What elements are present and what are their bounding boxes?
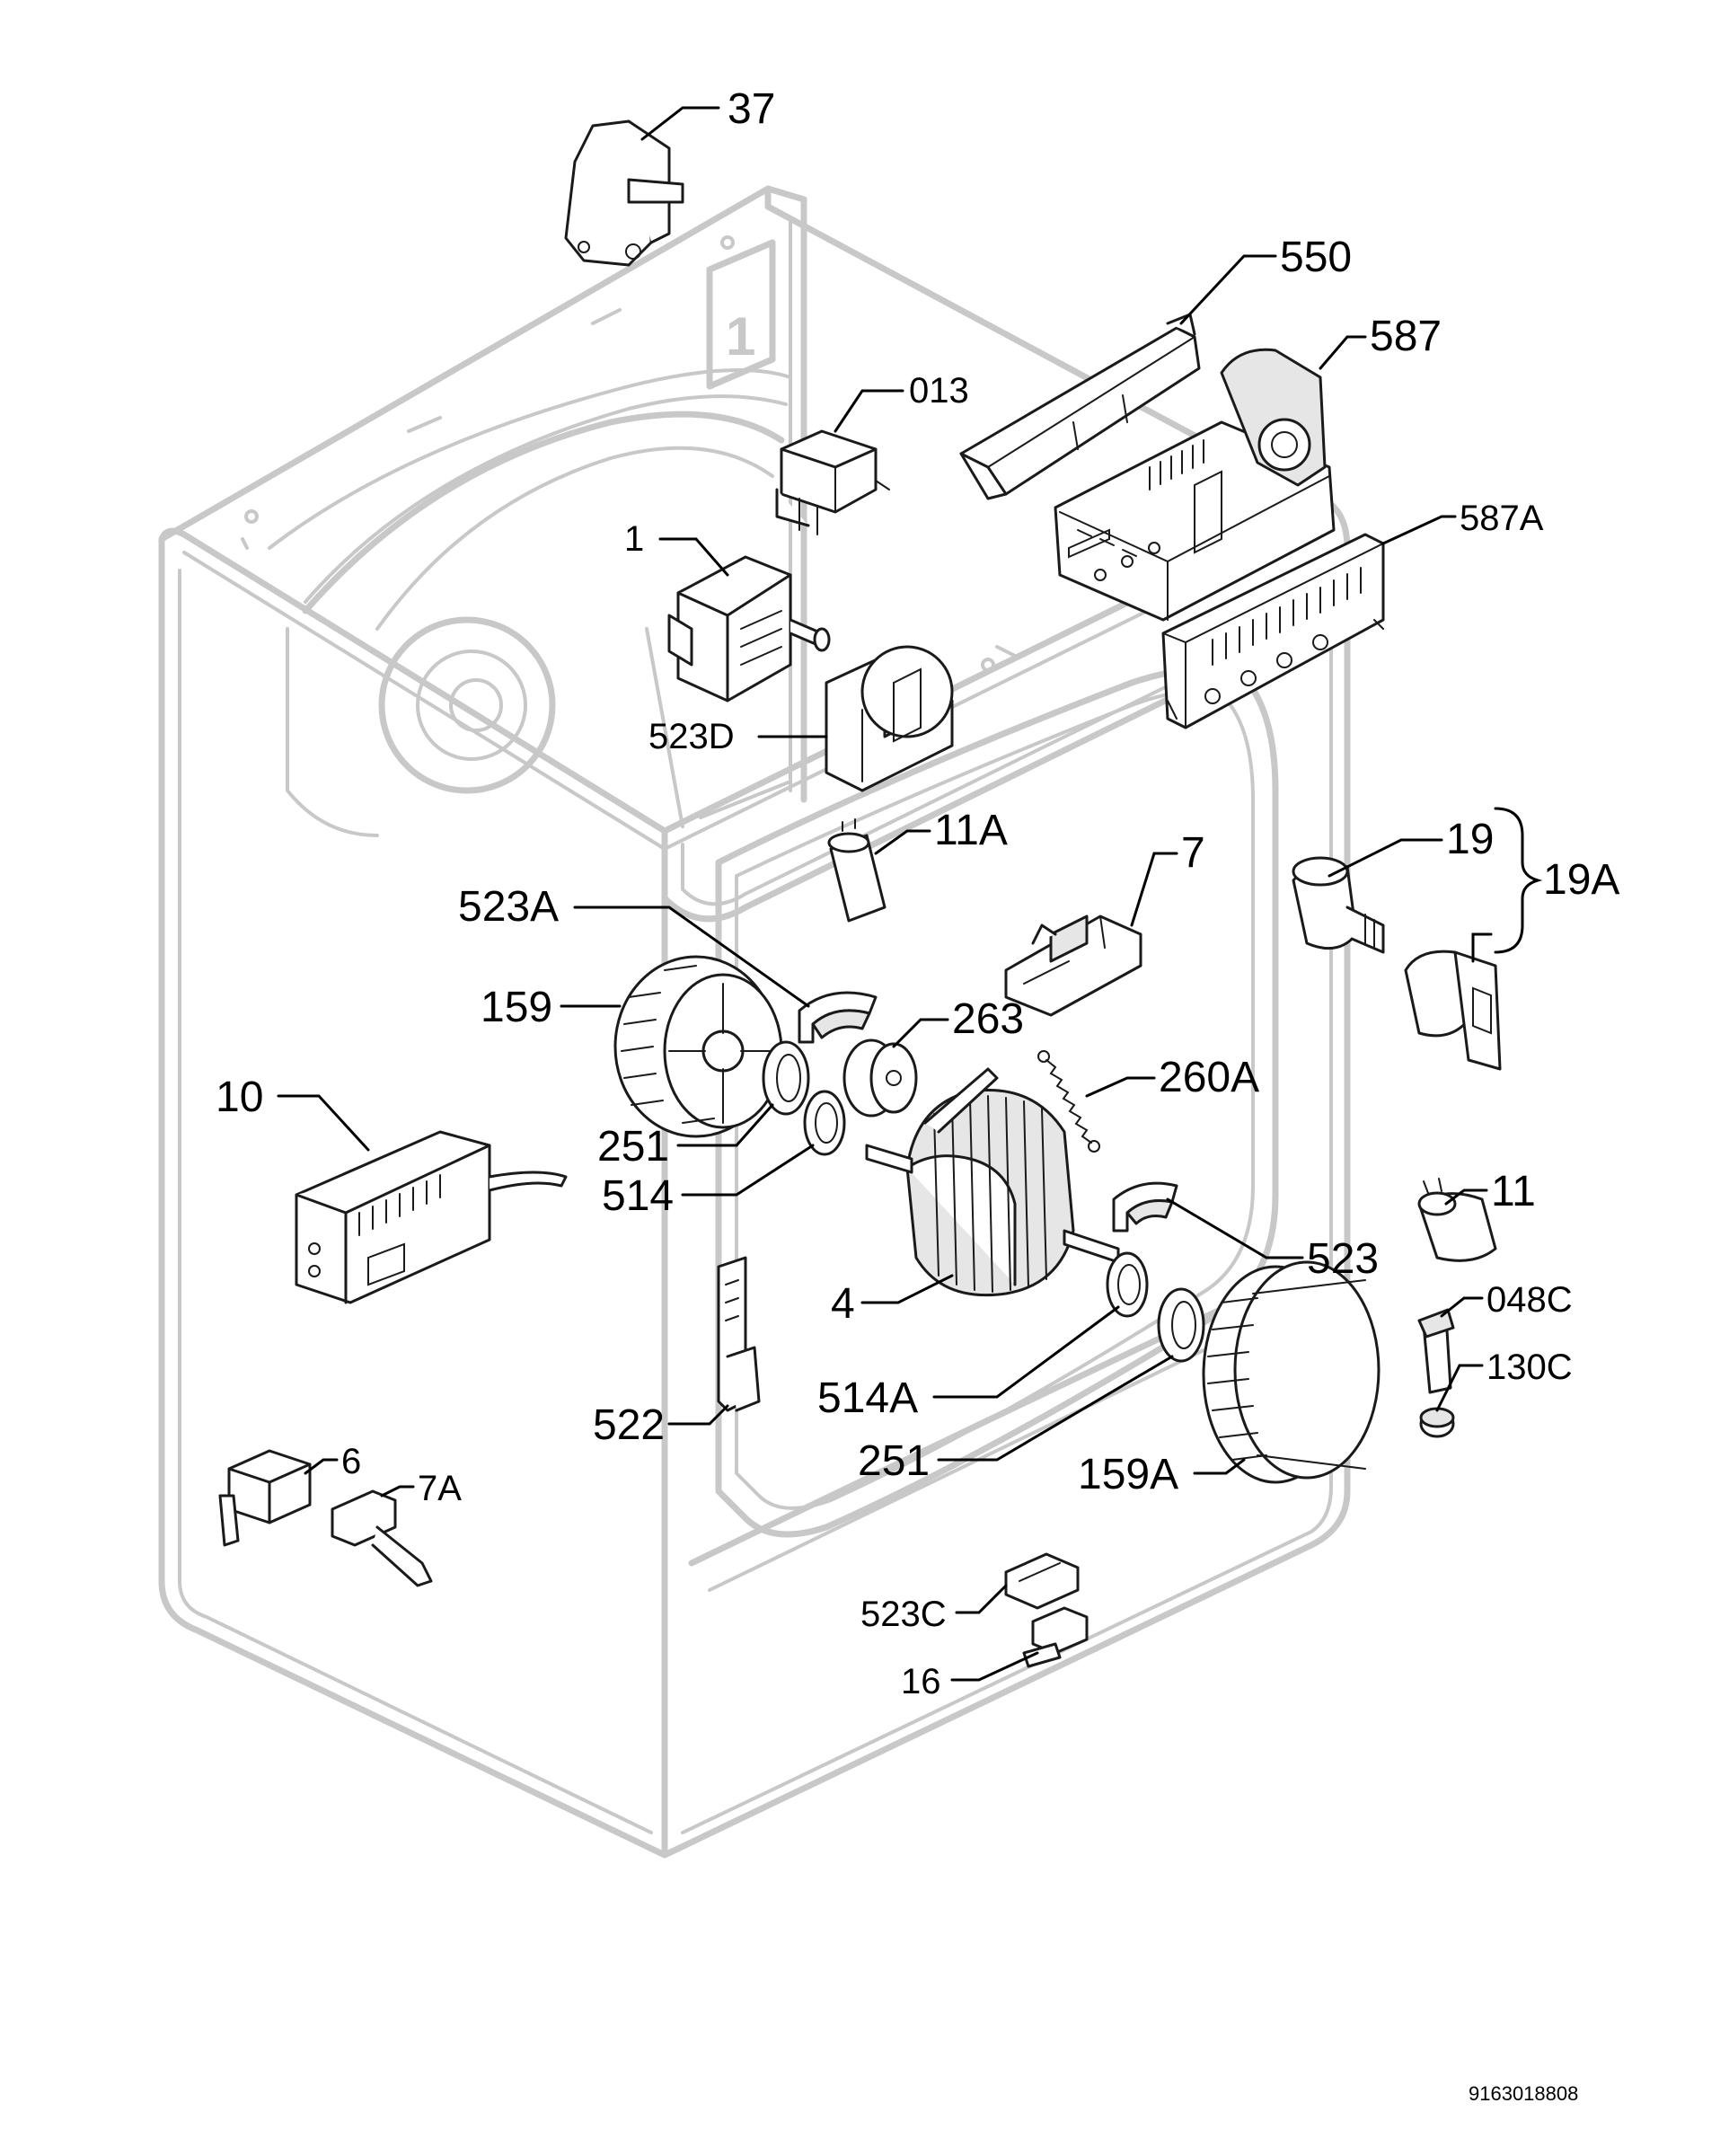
label-159: 159 (481, 984, 552, 1031)
label-19: 19 (1446, 816, 1494, 863)
part-550-rail (959, 313, 1201, 500)
drawing-number: 9163018808 (1469, 2082, 1578, 2105)
bracket-19A (1494, 807, 1543, 954)
part-7A-micro-switch (331, 1489, 433, 1587)
part-522-strip (717, 1256, 761, 1412)
part-labels: 37 550 587 013 587A 1 523D 11A 7 19 19A … (216, 85, 1619, 2105)
part-260A-spring (1037, 1050, 1100, 1153)
label-11: 11 (1491, 1168, 1536, 1215)
label-251-upper: 251 (597, 1123, 669, 1171)
label-587: 587 (1370, 313, 1442, 360)
part-4-motor (865, 1067, 1120, 1297)
label-514A: 514A (817, 1374, 918, 1422)
part-523A-bearing-bracket (798, 991, 878, 1044)
label-11A: 11A (934, 807, 1008, 854)
part-514-seal-upper (803, 1090, 846, 1156)
label-10: 10 (216, 1074, 263, 1121)
svg-text:1: 1 (726, 306, 755, 367)
label-19A: 19A (1543, 856, 1619, 904)
part-159A-blower-fan (1202, 1260, 1381, 1484)
part-251-ring-lower (1157, 1287, 1205, 1363)
label-048C: 048C (1486, 1280, 1573, 1320)
label-523D: 523D (648, 717, 735, 756)
label-587A: 587A (1460, 499, 1544, 538)
part-16-switch (1022, 1606, 1089, 1668)
label-1: 1 (624, 519, 644, 559)
label-4: 4 (831, 1280, 855, 1328)
part-587-control-board (1054, 348, 1336, 622)
label-6: 6 (341, 1442, 361, 1481)
label-7: 7 (1181, 829, 1205, 877)
label-522: 522 (593, 1401, 665, 1449)
label-550: 550 (1280, 234, 1352, 281)
leader-lines (277, 106, 1493, 1682)
part-587A-display-board (1161, 533, 1385, 729)
part-130C-grommet (1419, 1407, 1455, 1438)
part-19A-heater-holder (1404, 950, 1502, 1071)
part-11A-capacitor (827, 818, 887, 923)
part-19-heater-plug (1292, 856, 1385, 954)
part-523D-bracket (825, 645, 954, 792)
label-523: 523 (1307, 1235, 1379, 1283)
part-514A-seal-lower (1106, 1251, 1149, 1318)
label-159A: 159A (1078, 1451, 1178, 1498)
part-048C-sensor (1417, 1308, 1455, 1394)
part-37-lock (564, 119, 684, 267)
part-251-ring-upper (762, 1040, 810, 1116)
part-523C-clip (1004, 1552, 1080, 1610)
label-514: 514 (602, 1172, 674, 1220)
part-6-pump (218, 1449, 312, 1547)
label-263: 263 (952, 995, 1024, 1043)
part-523-bearing-bracket (1112, 1181, 1178, 1233)
label-7A: 7A (418, 1469, 462, 1508)
part-263-pulley (842, 1038, 918, 1118)
label-37: 37 (728, 85, 775, 133)
part-11-capacitor (1417, 1178, 1497, 1262)
label-523A: 523A (458, 883, 559, 931)
label-523C: 523C (860, 1595, 947, 1634)
label-16: 16 (901, 1662, 941, 1701)
label-260A: 260A (1159, 1054, 1259, 1101)
label-251-lower: 251 (858, 1437, 930, 1485)
part-1-selector-switch (667, 555, 831, 702)
part-10-module (295, 1130, 568, 1304)
part-159-impeller (613, 955, 783, 1138)
label-013: 013 (909, 371, 969, 411)
label-130C: 130C (1486, 1348, 1573, 1387)
part-013-relay (775, 429, 890, 535)
dryer-cabinet: 1 (158, 185, 1351, 1859)
part-7-door-switch (1004, 915, 1142, 1017)
